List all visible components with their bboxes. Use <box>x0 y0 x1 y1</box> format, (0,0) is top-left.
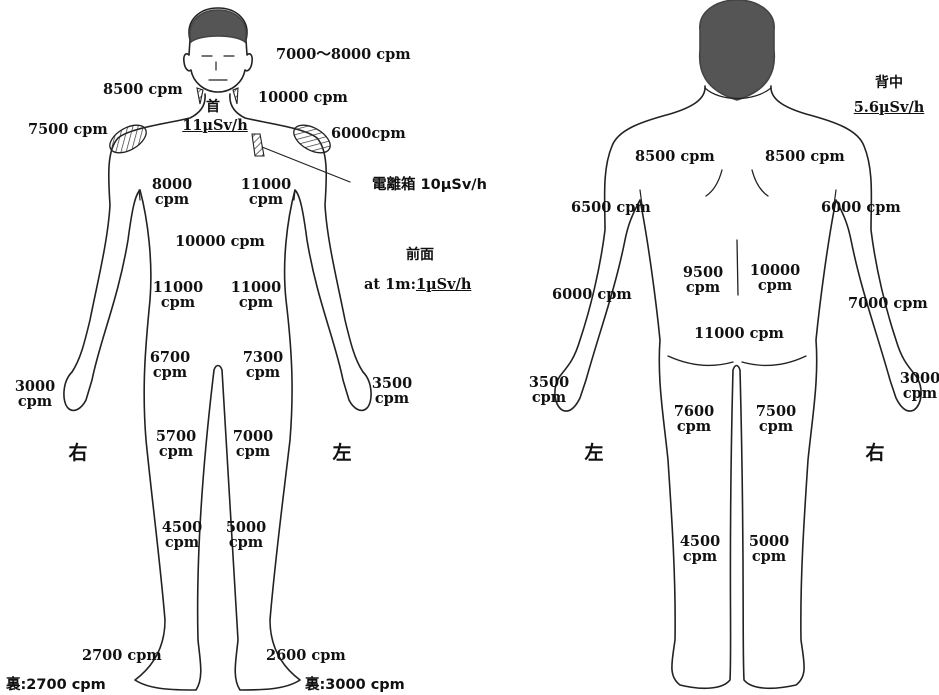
back-upper-left-reading: 8500 cpm <box>635 149 715 164</box>
front-foot-right-reading: 2700 cpm <box>82 648 162 663</box>
front-neck-title: 首 <box>206 100 220 115</box>
back-side-marker-right: 右 <box>865 438 884 465</box>
back-side-marker-left: 左 <box>584 438 603 465</box>
back-hand-left-reading: 3500 cpm <box>529 375 569 405</box>
front-sole-right-reading: 裏:2700 cpm <box>6 677 106 693</box>
back-mid-right-reading: 10000 cpm <box>750 263 800 293</box>
front-thigh-right-reading: 6700 cpm <box>150 350 190 380</box>
front-knee-left-reading: 7000 cpm <box>233 429 273 459</box>
neck-spot-right <box>197 88 203 104</box>
left-shoulder-spot <box>289 119 335 158</box>
back-body-outline <box>555 86 921 688</box>
back-hand-right-reading: 3000 cpm <box>900 371 939 401</box>
back-head <box>700 0 775 100</box>
back-arm-upper-right-reading: 6000 cpm <box>821 200 901 215</box>
back-lower-back-reading: 11000 cpm <box>694 326 784 341</box>
front-sole-left-reading: 裏:3000 cpm <box>305 677 405 693</box>
back-thigh-right-reading: 7500 cpm <box>756 404 796 434</box>
back-shin-left-reading: 4500 cpm <box>680 534 720 564</box>
back-thigh-left-reading: 7600 cpm <box>674 404 714 434</box>
front-abdomen-left-reading: 11000 cpm <box>231 280 281 310</box>
front-side-title: 前面 <box>406 248 434 263</box>
front-shin-left-reading: 5000 cpm <box>226 520 266 550</box>
front-side-value: at 1m:1µSv/h <box>364 277 471 292</box>
front-shin-right-reading: 4500 cpm <box>162 520 202 550</box>
front-body-outline <box>64 94 371 690</box>
front-hand-right-reading: 3000 cpm <box>15 379 55 409</box>
front-side-marker-right: 右 <box>68 438 87 465</box>
front-foot-left-reading: 2600 cpm <box>266 648 346 663</box>
front-ion-chamber-label: 電離箱 10µSv/h <box>372 177 487 193</box>
back-mid-left-reading: 9500 cpm <box>683 265 723 295</box>
front-shoulder-left-reading: 6000cpm <box>331 126 406 141</box>
front-chest-left-reading: 11000 cpm <box>241 177 291 207</box>
back-title: 背中 <box>875 76 903 91</box>
front-neck-right-reading: 8500 cpm <box>103 82 183 97</box>
back-arm-lower-right-reading: 7000 cpm <box>848 296 928 311</box>
front-chest-center-reading: 10000 cpm <box>175 234 265 249</box>
front-side-marker-left: 左 <box>332 438 351 465</box>
neck-spot-left <box>233 88 238 104</box>
back-shin-right-reading: 5000 cpm <box>749 534 789 564</box>
back-value: 5.6µSv/h <box>854 100 925 115</box>
front-neck-value: 11µSv/h <box>182 118 248 133</box>
front-thigh-left-reading: 7300 cpm <box>243 350 283 380</box>
front-chest-right-reading: 8000 cpm <box>152 177 192 207</box>
front-knee-right-reading: 5700 cpm <box>156 429 196 459</box>
back-upper-right-reading: 8500 cpm <box>765 149 845 164</box>
ion-chamber-spot <box>252 134 264 156</box>
right-shoulder-spot <box>105 119 151 158</box>
front-hand-left-reading: 3500 cpm <box>372 376 412 406</box>
front-neck-left-reading: 10000 cpm <box>258 90 348 105</box>
front-abdomen-right-reading: 11000 cpm <box>153 280 203 310</box>
front-shoulder-right-reading: 7500 cpm <box>28 122 108 137</box>
back-arm-lower-left-reading: 6000 cpm <box>552 287 632 302</box>
front-head-reading: 7000〜8000 cpm <box>276 47 411 62</box>
back-arm-upper-left-reading: 6500 cpm <box>571 200 651 215</box>
